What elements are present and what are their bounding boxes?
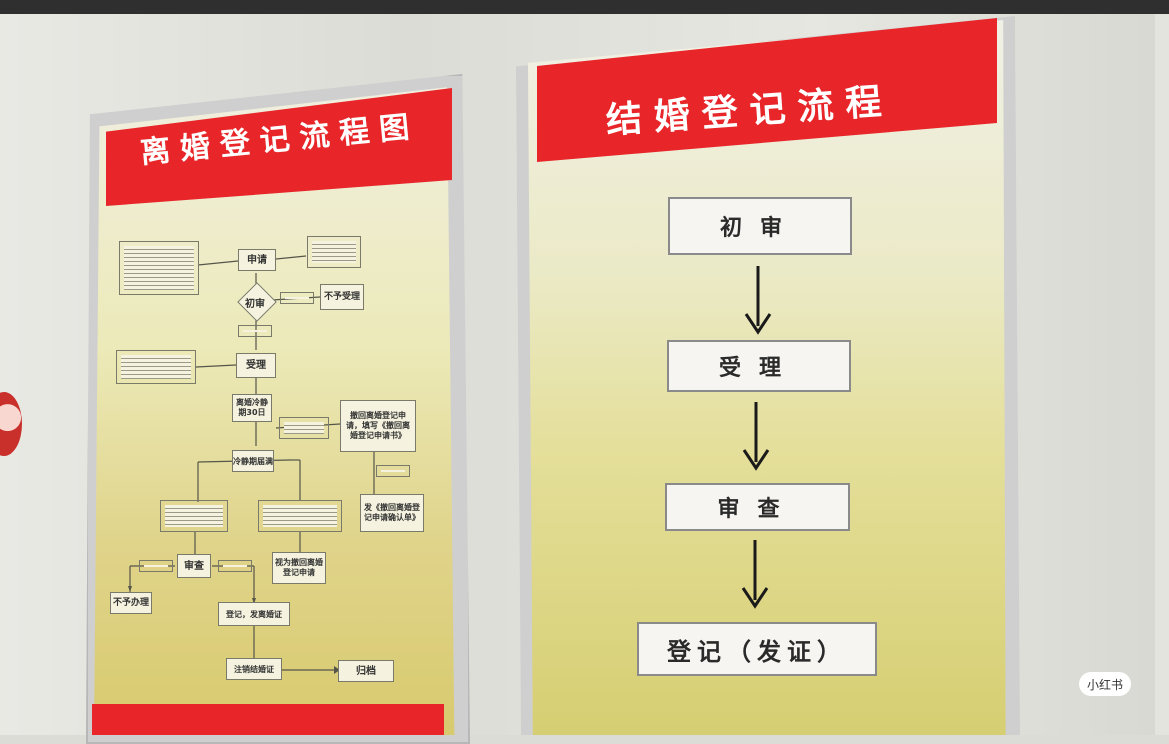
review-fail-note [280,292,314,304]
flow-deemed-withdrawn: 视为撤回离婚登记申请 [272,552,326,584]
flow-accept: 受理 [236,353,276,378]
flow-register-certificate: 登记，发离婚证 [218,602,290,626]
both-apply-note [160,500,228,532]
flow-review: 审查 [177,554,211,578]
flow-not-register: 不予办理 [110,592,152,614]
decorative-badge [0,392,22,456]
flow-withdraw-application: 撤回离婚登记申请，填写《撤回离婚登记申请书》 [340,400,416,452]
flow-apply: 申请 [238,249,276,271]
withdraw-confirm-note [376,465,410,477]
top-bar [0,0,1169,14]
watermark-logo: 小红书 [1079,672,1131,696]
marriage-step-accept: 受理 [667,340,851,392]
flow-cancel-marriage-cert: 注销结婚证 [226,658,282,680]
arrow-down-icon [741,540,769,609]
left-board-footer [92,704,444,735]
flow-archive: 归档 [338,660,394,682]
not-apply-note [258,500,342,532]
flow-cooling-off: 离婚冷静期30日 [232,394,272,422]
marriage-step-examine: 审查 [665,483,850,531]
marriage-step-register-certificate: 登记（发证） [637,622,877,676]
arrow-down-icon [742,402,770,471]
arrow-down-icon [744,266,772,335]
accept-note [116,350,196,384]
flow-initial-review: 初审 [245,299,265,310]
review-pass-note-2 [218,560,252,572]
flow-not-accept: 不予受理 [320,284,364,310]
cooling-off-note [279,417,329,439]
marriage-step-initial-review: 初审 [668,197,852,255]
review-pass-note [238,325,272,337]
apply-materials-note [119,241,199,295]
apply-side-note [307,236,361,268]
wall-edge [1155,14,1169,735]
flow-withdraw-confirm: 发《撤回离婚登记申请确认单》 [360,494,424,532]
flow-end-cooling: 冷静期届满 [232,450,274,472]
review-fail-note-2 [139,560,173,572]
